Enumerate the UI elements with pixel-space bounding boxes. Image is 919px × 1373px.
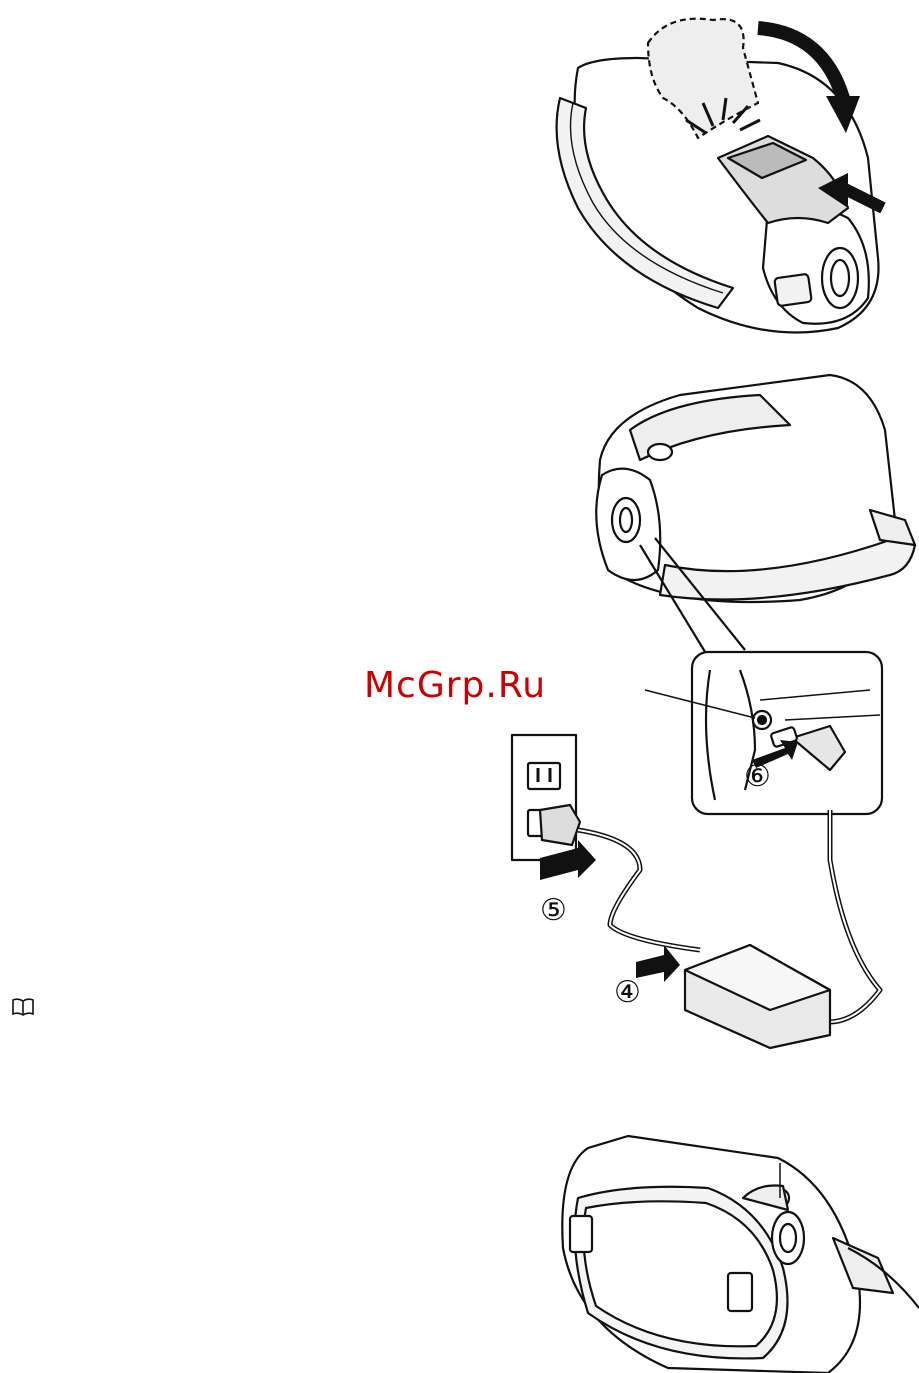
charge-indicator-illustration [548,1128,919,1373]
book-icon [12,998,34,1016]
power-connection-illustration [500,370,919,1050]
watermark-text: McGrp.Ru [364,665,546,706]
step-6-marker: ⑥ [744,762,771,792]
step-4-marker: ④ [614,978,641,1008]
step-5-marker: ⑤ [540,896,567,926]
battery-compartment-illustration [548,8,893,343]
